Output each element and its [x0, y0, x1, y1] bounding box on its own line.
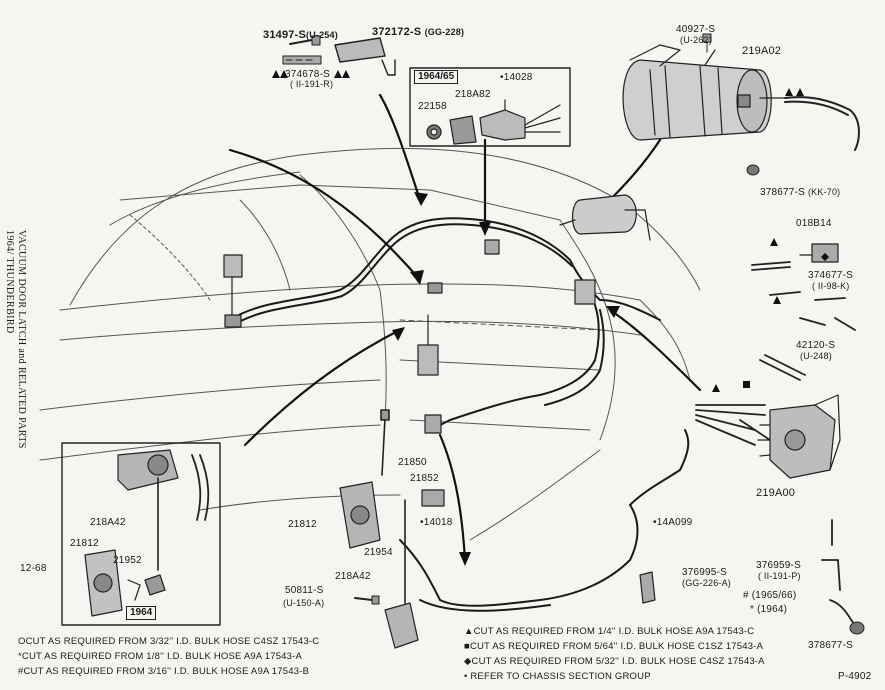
- label-42120-code: (U-248): [800, 351, 832, 361]
- label-374678: 374678-S: [285, 69, 330, 80]
- secondary-reservoir: [559, 194, 651, 241]
- vacuum-reservoir-tank: [622, 44, 786, 141]
- inset-box-1964-65: [409, 67, 571, 147]
- legend-right-line4: • REFER TO CHASSIS SECTION GROUP: [464, 671, 651, 682]
- label-22158: 22158: [418, 101, 447, 112]
- label-21812-inset: 21812: [70, 538, 99, 549]
- label-376959-code: ( II-191-P): [758, 571, 801, 581]
- label-21812-main: 21812: [288, 519, 317, 530]
- legend-right-line2: ■CUT AS REQUIRED FROM 5/64'' I.D. BULK H…: [464, 641, 764, 652]
- legend-left-line2: *CUT AS REQUIRED FROM 1/8'' I.D. BULK HO…: [18, 651, 303, 662]
- arrow-heads: [392, 192, 620, 566]
- label-1964: * (1964): [750, 604, 788, 615]
- side-title-line1: VACUUM DOOR LATCH and RELATED PARTS: [16, 230, 27, 449]
- distribution-valve-219A00: [757, 394, 841, 479]
- label-218A42-inset: 218A42: [90, 517, 126, 528]
- hose-connector-374678: [282, 55, 322, 65]
- legend-left-line1: OCUT AS REQUIRED FROM 3/32'' I.D. BULK H…: [18, 636, 320, 647]
- label-374677-code: ( II-98-K): [812, 281, 850, 291]
- label-376995-code: (GG-226-A): [682, 578, 732, 588]
- valve-018B14: [799, 243, 839, 263]
- bracket-14018: [421, 489, 445, 507]
- legend-right-line1: ▲CUT AS REQUIRED FROM 1/4'' I.D. BULK HO…: [464, 626, 755, 637]
- inset-label-1964: 1964: [126, 606, 157, 620]
- legend-left-line3: #CUT AS REQUIRED FROM 3/16'' I.D. BULK H…: [18, 666, 310, 677]
- door-latch-21812: [339, 481, 381, 549]
- inset-1964-65-parts: [426, 99, 561, 145]
- lower-right-hoses: [821, 519, 856, 626]
- label-31497: 31497-S(U-254): [263, 29, 338, 41]
- clip-376995: [639, 571, 656, 604]
- vacuum-hoses: [229, 217, 690, 612]
- label-1965-66: # (1965/66): [743, 590, 797, 601]
- label-018B14: 018B14: [796, 218, 832, 229]
- door-actuator-installed: [223, 239, 596, 434]
- label-374677: 374677-S: [808, 270, 853, 281]
- label-374678-code: ( II-191-R): [290, 79, 334, 89]
- label-40927: 40927-S: [676, 24, 716, 35]
- label-21952: 21952: [113, 555, 142, 566]
- label-40927-code: (U-262): [680, 35, 712, 45]
- label-219A00: 219A00: [756, 487, 796, 499]
- label-378677-bottom: 378677-S: [808, 640, 853, 651]
- label-14018: •14018: [420, 517, 453, 528]
- label-372172: 372172-S (GG-228): [372, 26, 465, 38]
- label-218A42-main: 218A42: [335, 571, 371, 582]
- label-219A02: 219A02: [742, 45, 782, 57]
- legend-right-line3: ◆CUT AS REQUIRED FROM 5/32'' I.D. BULK H…: [464, 656, 765, 667]
- rod-21850: [380, 409, 390, 476]
- leader-arrows: [228, 93, 702, 562]
- grommet-378677-bottom: [849, 621, 865, 635]
- label-50811-code: (U-150-A): [283, 598, 325, 608]
- label-378677-top: 378677-S (KK-70): [760, 187, 841, 198]
- figure-ref: P-4902: [838, 671, 872, 682]
- label-376995: 376995-S: [682, 567, 727, 578]
- inset-box-1964: [61, 442, 221, 626]
- page-ref: 12-68: [20, 563, 47, 574]
- label-42120: 42120-S: [796, 340, 836, 351]
- grommet-378677-top: [746, 164, 760, 176]
- screw-31497: [289, 35, 321, 46]
- right-hoses: [695, 261, 856, 446]
- screw-40927: [702, 33, 712, 53]
- tank-hose: [784, 96, 860, 151]
- inset-label-1964-65: 1964/65: [414, 70, 459, 84]
- marker-symbols: [743, 253, 829, 388]
- label-376959: 376959-S: [756, 560, 801, 571]
- screw-50811: [354, 595, 380, 605]
- label-14028: •14028: [500, 72, 533, 83]
- side-title-line2: 1964/ THUNDERBIRD: [4, 230, 15, 334]
- side-title: VACUUM DOOR LATCH and RELATED PARTS 1964…: [3, 230, 27, 449]
- label-21852: 21852: [410, 473, 439, 484]
- label-218A82: 218A82: [455, 89, 491, 100]
- actuator-218A42-main: [384, 499, 419, 649]
- label-21850: 21850: [398, 457, 427, 468]
- clip-372172: [334, 37, 396, 76]
- label-14A099: •14A099: [653, 517, 693, 528]
- label-50811: 50811-S: [285, 585, 324, 596]
- inset-1964-parts: [84, 449, 210, 617]
- label-21954: 21954: [364, 547, 393, 558]
- triangle-marks: [272, 70, 804, 392]
